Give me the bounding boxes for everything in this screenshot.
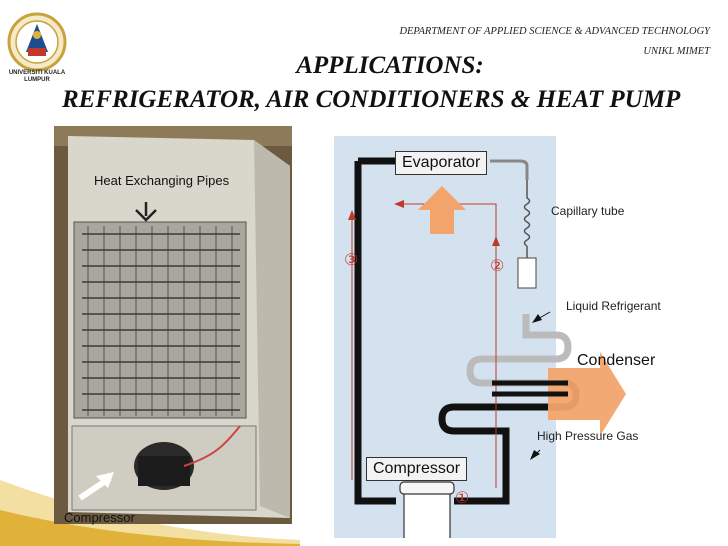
cycle-piping (348, 157, 626, 538)
liquid-refrigerant-label: Liquid Refrigerant (566, 299, 661, 313)
university-logo (7, 12, 67, 72)
high-pressure-gas-label: High Pressure Gas (537, 429, 639, 443)
photo-compressor-label: Compressor (64, 510, 135, 525)
heat-exchanging-pipes-label: Heat Exchanging Pipes (94, 173, 230, 188)
evaporator-label: Evaporator (395, 151, 488, 175)
slide-title: APPLICATIONS: (296, 52, 484, 79)
step-1-marker: ① (455, 490, 470, 507)
department-name: DEPARTMENT OF APPLIED SCIENCE & ADVANCED… (399, 26, 710, 37)
decorative-swoosh (0, 480, 300, 546)
compressor-label: Compressor (366, 457, 468, 481)
slide-subtitle: REFRIGERATOR, AIR CONDITIONERS & HEAT PU… (62, 86, 681, 113)
campus-name: UNIKL MIMET (643, 46, 710, 57)
step-3-marker: ③ (344, 252, 359, 269)
capillary-tube-label: Capillary tube (551, 204, 625, 218)
step-2-marker: ② (490, 258, 505, 275)
logo-text: UNIVERSITI KUALA LUMPUR (8, 70, 66, 83)
refrigerator-back-photo (54, 126, 292, 524)
condenser-label: Condenser (577, 352, 656, 369)
